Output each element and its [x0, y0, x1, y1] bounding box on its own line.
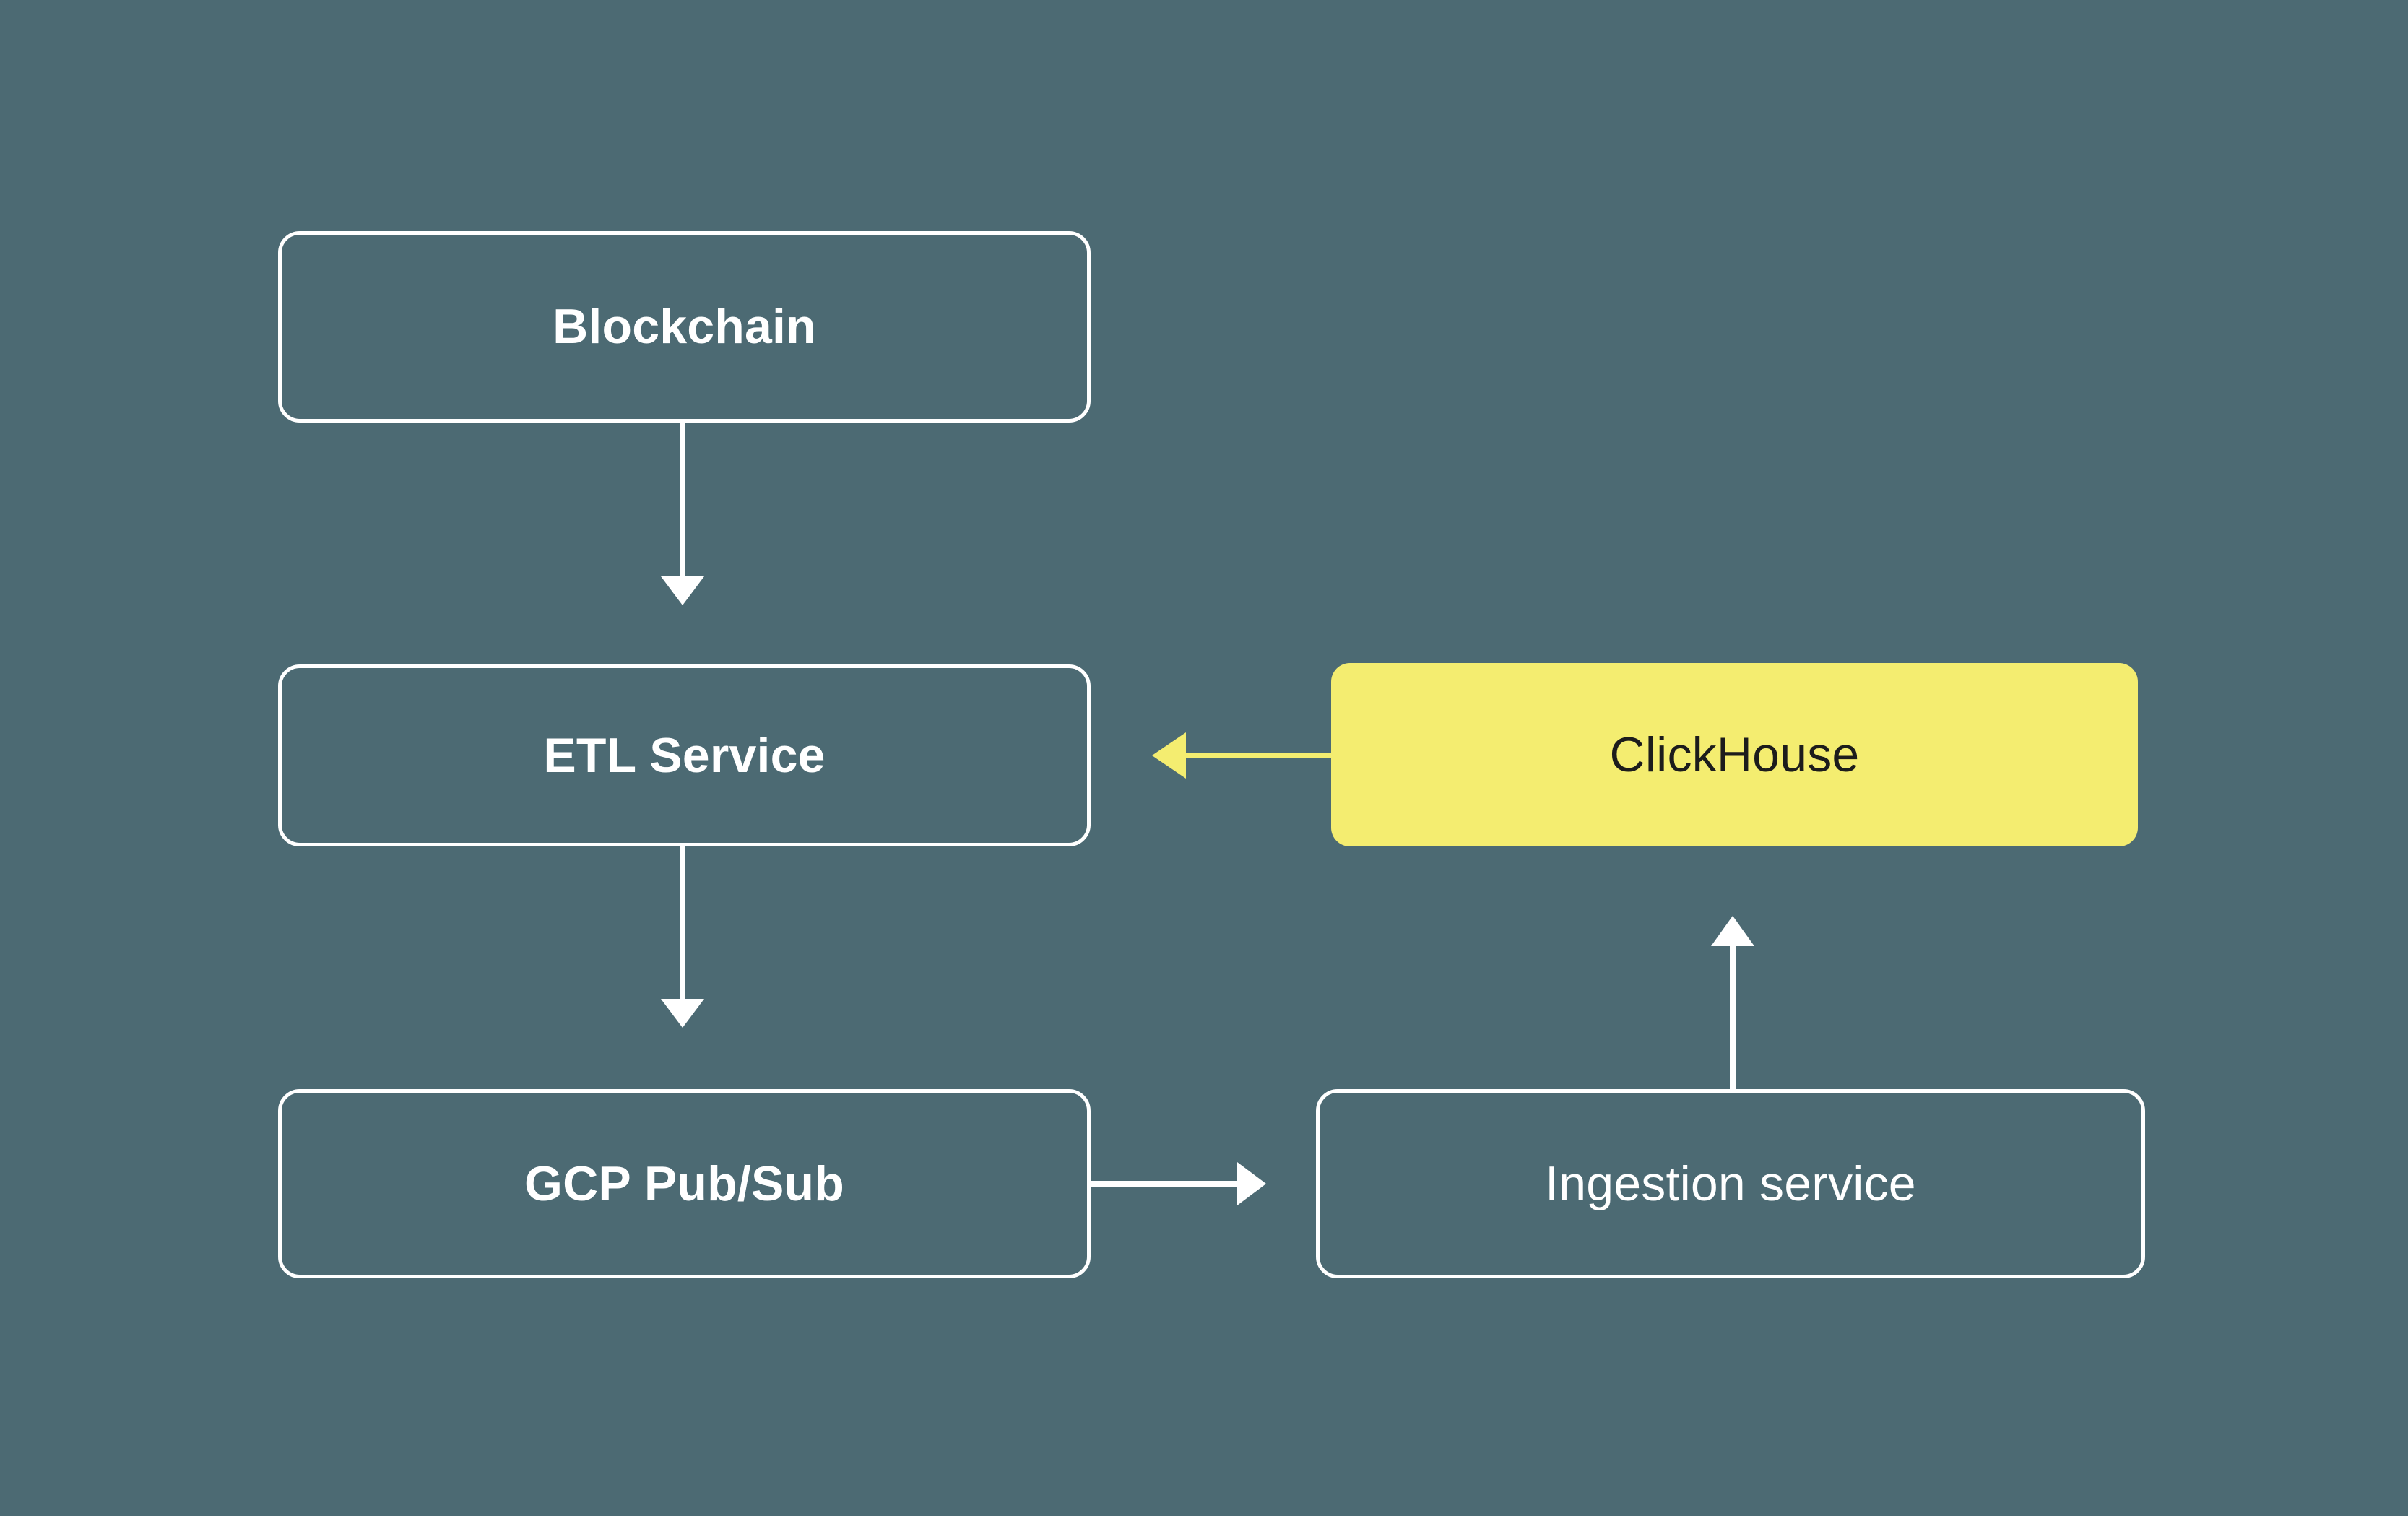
node-ingestion-service[interactable]: Ingestion service — [1316, 1089, 2145, 1278]
node-clickhouse-label: ClickHouse — [1609, 727, 1860, 782]
node-clickhouse[interactable]: ClickHouse — [1331, 663, 2138, 846]
node-etl-service-label: ETL Service — [543, 727, 826, 783]
node-gcp-pubsub-label: GCP Pub/Sub — [524, 1156, 844, 1211]
edge-ingestion-to-clickhouse — [1711, 916, 1754, 1089]
node-blockchain[interactable]: Blockchain — [278, 231, 1091, 423]
node-gcp-pubsub[interactable]: GCP Pub/Sub — [278, 1089, 1091, 1278]
node-etl-service[interactable]: ETL Service — [278, 664, 1091, 846]
node-ingestion-service-label: Ingestion service — [1545, 1156, 1916, 1211]
node-blockchain-label: Blockchain — [553, 299, 816, 355]
edge-blockchain-to-etl — [661, 423, 704, 605]
edge-etl-to-pubsub — [661, 846, 704, 1028]
edge-pubsub-to-ingestion — [1091, 1162, 1266, 1205]
edge-clickhouse-to-etl — [1152, 732, 1331, 779]
